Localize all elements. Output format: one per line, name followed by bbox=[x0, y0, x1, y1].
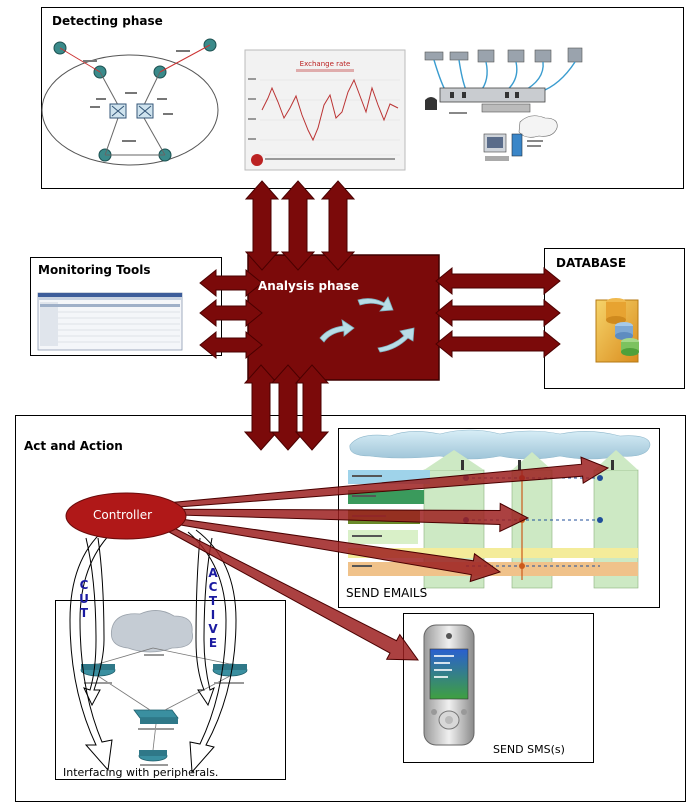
horizontal-double-arrow bbox=[435, 329, 561, 359]
controller-arrow bbox=[167, 516, 502, 583]
horizontal-double-arrow bbox=[199, 268, 263, 298]
controller-label: Controller bbox=[93, 508, 153, 522]
peripherals-network-image bbox=[80, 610, 248, 766]
smartphone-image bbox=[423, 624, 475, 746]
vertical-double-arrow bbox=[243, 364, 279, 451]
active-letter: C bbox=[208, 580, 218, 594]
connection-arrows bbox=[199, 180, 561, 451]
peripherals-caption: Interfacing with peripherals. bbox=[63, 766, 219, 779]
active-letter: V bbox=[208, 622, 218, 636]
active-letter: T bbox=[208, 594, 218, 608]
monitoring-screenshot-image bbox=[37, 292, 183, 351]
send-sms-caption: SEND SMS(s) bbox=[493, 743, 565, 756]
horizontal-double-arrow bbox=[435, 266, 561, 296]
controller-arrow bbox=[159, 456, 610, 509]
active-letter: I bbox=[210, 608, 216, 622]
cut-letter: C bbox=[79, 578, 89, 592]
cut-letter: T bbox=[79, 606, 89, 620]
active-label: A C T I V E bbox=[206, 566, 220, 650]
detecting-phase-title: Detecting phase bbox=[52, 14, 163, 28]
analysis-phase-title: Analysis phase bbox=[258, 279, 359, 293]
vertical-double-arrow bbox=[244, 180, 280, 271]
horizontal-double-arrow bbox=[199, 298, 263, 328]
controller-arrow bbox=[169, 502, 530, 533]
horizontal-double-arrow bbox=[435, 298, 561, 328]
database-title: DATABASE bbox=[556, 256, 627, 270]
act-and-action-title: Act and Action bbox=[24, 439, 123, 453]
exchange-rate-title: Exchange rate bbox=[300, 60, 351, 68]
cycle-arrows-icon bbox=[319, 296, 415, 353]
controller-arrow bbox=[162, 522, 419, 661]
vertical-double-arrow bbox=[270, 364, 306, 451]
active-letter: E bbox=[208, 636, 218, 650]
cut-active-curves bbox=[69, 529, 237, 774]
vertical-double-arrow bbox=[280, 180, 316, 271]
cut-label: C U T bbox=[77, 578, 91, 620]
email-flow-image bbox=[348, 429, 651, 589]
database-icon bbox=[595, 298, 639, 363]
horizontal-double-arrow bbox=[199, 330, 263, 360]
active-letter: A bbox=[208, 566, 218, 580]
controller-node bbox=[65, 492, 187, 540]
controller-output-arrows bbox=[159, 456, 610, 661]
network-equipment-image bbox=[424, 47, 583, 161]
cut-letter: U bbox=[79, 592, 89, 606]
exchange-rate-chart-image: Exchange rate bbox=[244, 49, 406, 171]
vertical-double-arrow bbox=[320, 180, 356, 271]
analysis-phase-box bbox=[247, 254, 440, 381]
vertical-double-arrow bbox=[294, 364, 330, 451]
network-topology-image bbox=[41, 38, 219, 166]
send-emails-caption: SEND EMAILS bbox=[346, 586, 428, 600]
monitoring-tools-title: Monitoring Tools bbox=[38, 263, 151, 277]
